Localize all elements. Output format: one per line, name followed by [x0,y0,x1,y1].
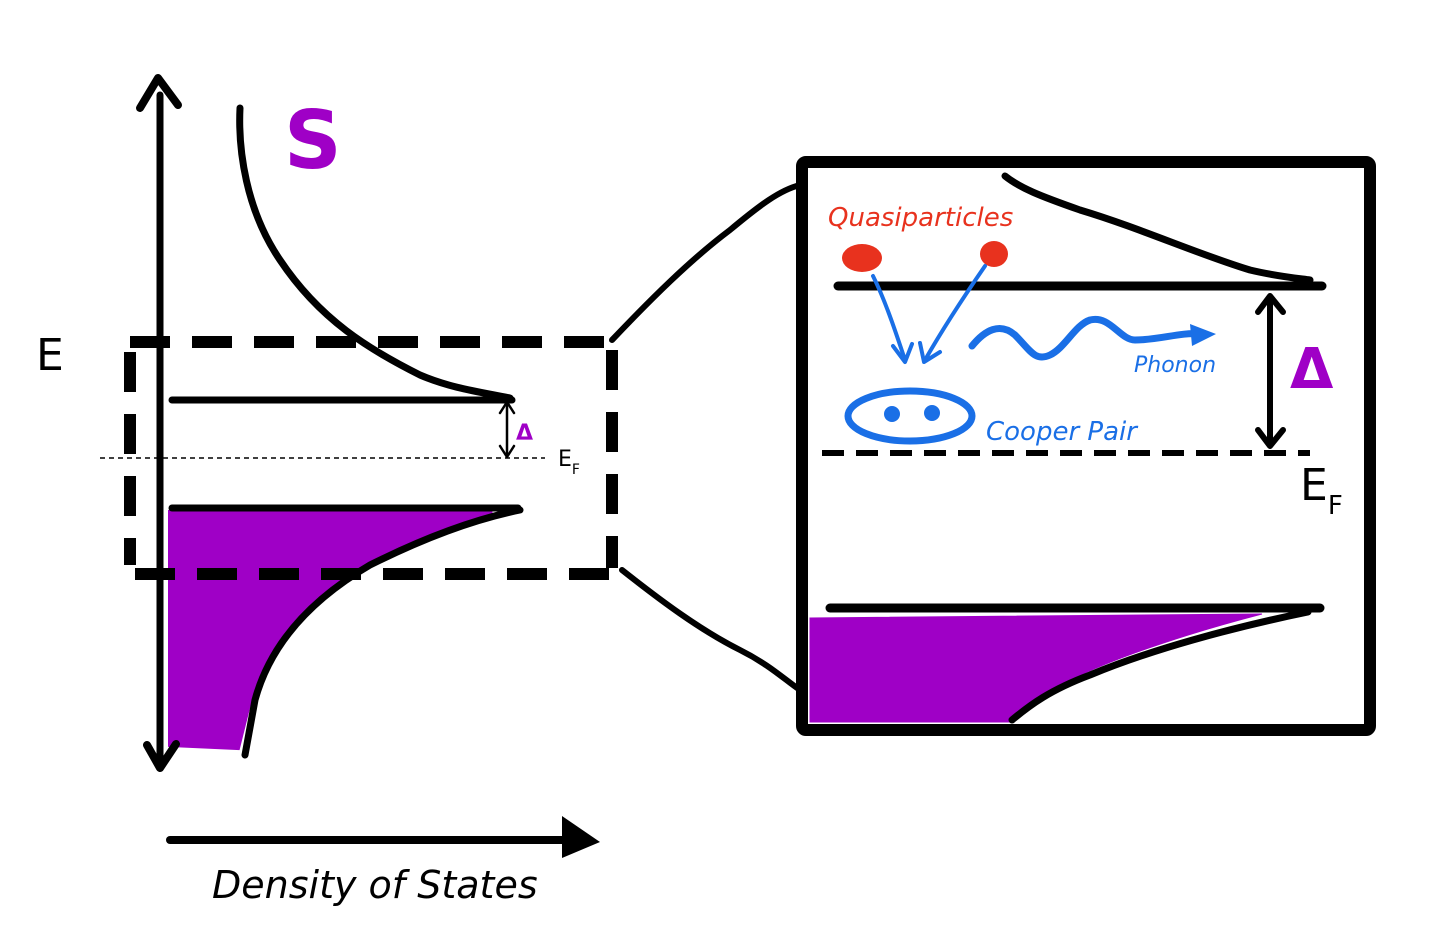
fermi-label-small: EF [558,447,580,478]
cooper-pair [844,387,976,445]
dos-axis-label: Density of States [212,863,538,907]
fermi-label-small-sub: F [572,462,580,478]
gap-arrow-large [1255,293,1286,449]
quasiparticle-right [980,241,1008,267]
lower-dos-curve [241,506,524,759]
upper-dos-curve [236,104,514,402]
fermi-label-large: EF [1300,460,1343,521]
phonon-arrow [968,315,1216,361]
zoom-panel-frame [796,156,1376,736]
recombination-arrows [871,264,987,364]
zoom-upper-dos-curve [1001,172,1314,284]
fermi-label-large-sub: F [1328,491,1343,521]
cooper-pair-label: Cooper Pair [986,417,1139,447]
energy-axis [136,74,182,772]
quasiparticle-left [842,244,882,272]
quasiparticles-label: Quasiparticles [828,203,1013,233]
zoom-connector-bottom [619,567,803,693]
filled-states-region [168,510,493,751]
dos-axis [166,816,600,858]
gap-arrow-small [498,400,516,459]
zoom-lower-dos-curve [1008,608,1312,724]
fermi-label-small-main: E [558,447,572,472]
fermi-label-large-main: E [1300,460,1328,511]
zoom-region-box [124,336,618,580]
energy-axis-label: E [36,330,64,381]
phonon-label: Phonon [1134,353,1216,378]
zoom-connector-top [609,182,803,343]
gap-label-small: Δ [516,421,533,446]
gap-label-large: Δ [1290,337,1334,402]
material-label: S [284,94,342,187]
